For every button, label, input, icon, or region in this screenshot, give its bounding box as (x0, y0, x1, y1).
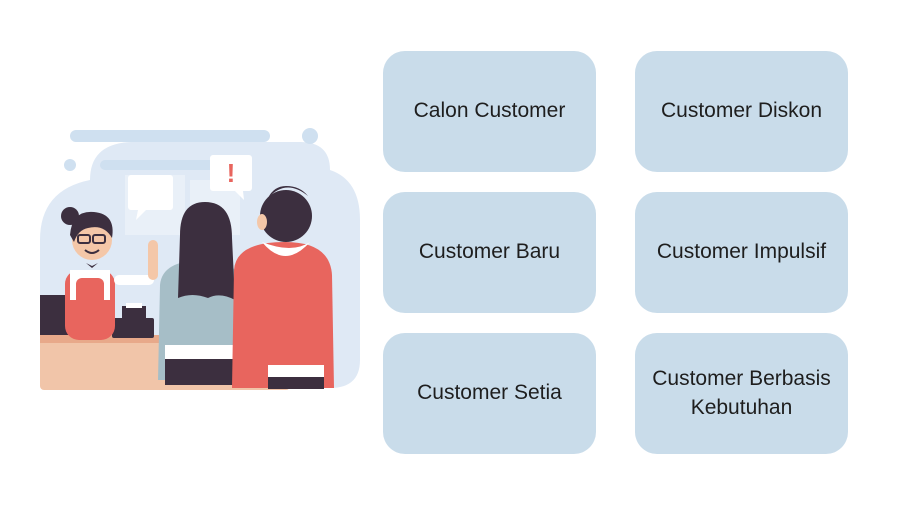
customer-woman-figure (158, 202, 244, 385)
card-customer-impulsif: Customer Impulsif (635, 192, 848, 313)
cashier-figure (61, 207, 158, 340)
alert-symbol: ! (227, 158, 236, 188)
card-customer-setia: Customer Setia (383, 333, 596, 454)
shop-customers-illustration: ! (30, 120, 370, 400)
alert-bubble-icon (210, 155, 252, 191)
card-calon-customer: Calon Customer (383, 51, 596, 172)
customer-man-figure (232, 186, 334, 389)
card-customer-diskon: Customer Diskon (635, 51, 848, 172)
card-customer-baru: Customer Baru (383, 192, 596, 313)
cash-register-icon (112, 318, 154, 338)
customer-types-grid: Calon Customer Customer Diskon Customer … (383, 51, 848, 454)
card-customer-berbasis-kebutuhan: Customer Berbasis Kebutuhan (635, 333, 848, 454)
speech-bubble-icon (128, 175, 173, 210)
